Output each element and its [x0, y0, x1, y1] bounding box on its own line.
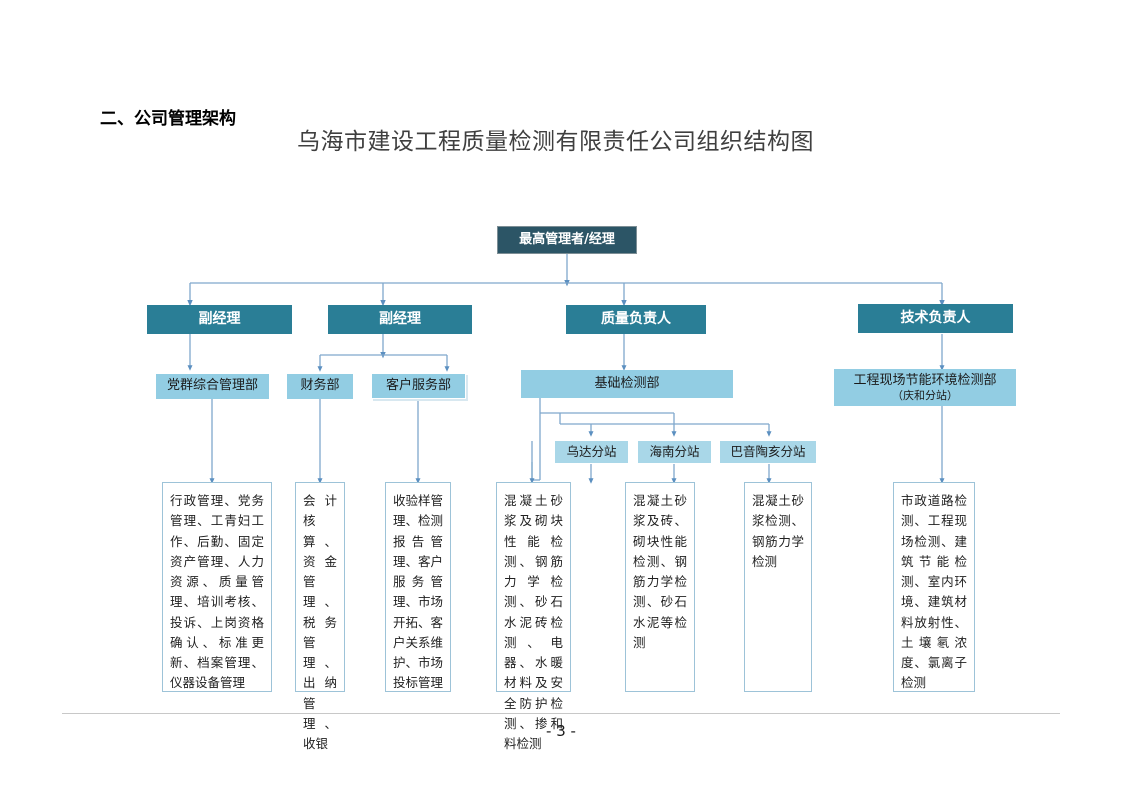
node-technical-lead-label: 技术负责人 — [900, 309, 971, 326]
detail-box-field-energy-env: 市政道路检测、工程现场检测、建筑节能检测、室内环境、建筑材料放射性、土壤氡浓度、… — [893, 482, 975, 692]
detail-box-party-admin: 行政管理、党务管理、工青妇工作、后勤、固定资产管理、人力资源、质量管理、培训考核… — [162, 482, 272, 692]
node-technical-lead[interactable]: 技术负责人 — [858, 304, 1013, 333]
node-dept-basic-testing[interactable]: 基础检测部 — [521, 370, 733, 398]
node-dept-party-admin-label: 党群综合管理部 — [166, 378, 258, 394]
node-dept-basic-testing-label: 基础检测部 — [594, 375, 660, 391]
node-top-manager-label: 最高管理者/经理 — [519, 231, 615, 247]
detail-box-party-admin-text: 行政管理、党务管理、工青妇工作、后勤、固定资产管理、人力资源、质量管理、培训考核… — [170, 493, 264, 691]
node-deputy-manager-2[interactable]: 副经理 — [328, 305, 472, 334]
node-dept-finance-label: 财务部 — [300, 378, 340, 394]
node-substation-bayintaohai[interactable]: 巴音陶亥分站 — [719, 440, 817, 464]
node-dept-field-energy-env-sublabel: （庆和分站） — [892, 388, 958, 402]
node-dept-customer-service[interactable]: 客户服务部 — [371, 373, 466, 399]
detail-box-customer-service-text: 收验样管理、检测报告管理、客户服务管理、市场开拓、客户关系维护、市场投标管理 — [393, 493, 444, 691]
detail-box-hainan-text: 混凝土砂浆检测、钢筋力学检测 — [752, 493, 804, 569]
section-heading: 二、公司管理架构 — [100, 109, 236, 129]
node-substation-wuda[interactable]: 乌达分站 — [554, 440, 629, 464]
detail-box-basic-testing-text: 混凝土砂浆及砌块性能检测、钢筋力学检测、砂石水泥砖检测、电器、水暖材料及安全防护… — [504, 493, 563, 751]
node-substation-hainan[interactable]: 海南分站 — [637, 440, 712, 464]
node-top-manager[interactable]: 最高管理者/经理 — [497, 226, 637, 254]
detail-box-field-energy-env-text: 市政道路检测、工程现场检测、建筑节能检测、室内环境、建筑材料放射性、土壤氡浓度、… — [901, 493, 967, 691]
detail-box-finance: 会计核算、资金管理、税务管理、出纳管理、收银 — [295, 482, 345, 751]
node-substation-bayintaohai-label: 巴音陶亥分站 — [730, 444, 806, 460]
detail-box-hainan: 混凝土砂浆检测、钢筋力学检测 — [744, 482, 812, 692]
node-dept-field-energy-env-label: 工程现场节能环境检测部 — [853, 372, 997, 388]
page-title: 乌海市建设工程质量检测有限责任公司组织结构图 — [297, 129, 814, 155]
node-substation-hainan-label: 海南分站 — [649, 444, 700, 460]
footer-divider — [62, 713, 1060, 714]
node-dept-field-energy-env[interactable]: 工程现场节能环境检测部 （庆和分站） — [834, 369, 1016, 406]
detail-box-wuda-text: 混凝土砂浆及砖、砌块性能检测、钢筋力学检测、砂石水泥等检测 — [633, 493, 687, 650]
node-deputy-manager-1[interactable]: 副经理 — [147, 305, 292, 334]
node-quality-lead-label: 质量负责人 — [601, 310, 671, 327]
node-deputy-manager-2-label: 副经理 — [379, 310, 421, 327]
detail-box-wuda: 混凝土砂浆及砖、砌块性能检测、钢筋力学检测、砂石水泥等检测 — [625, 482, 695, 692]
node-dept-customer-service-label: 客户服务部 — [385, 377, 451, 393]
node-dept-finance[interactable]: 财务部 — [287, 374, 353, 399]
node-dept-party-admin[interactable]: 党群综合管理部 — [156, 374, 269, 399]
detail-box-finance-text: 会计核算、资金管理、税务管理、出纳管理、收银 — [303, 493, 337, 751]
node-deputy-manager-1-label: 副经理 — [198, 310, 241, 327]
page-number: - 3 - — [546, 722, 576, 740]
node-quality-lead[interactable]: 质量负责人 — [566, 305, 706, 334]
detail-box-basic-testing: 混凝土砂浆及砌块性能检测、钢筋力学检测、砂石水泥砖检测、电器、水暖材料及安全防护… — [496, 482, 571, 751]
detail-box-customer-service: 收验样管理、检测报告管理、客户服务管理、市场开拓、客户关系维护、市场投标管理 — [385, 482, 451, 692]
node-substation-wuda-label: 乌达分站 — [566, 444, 617, 460]
